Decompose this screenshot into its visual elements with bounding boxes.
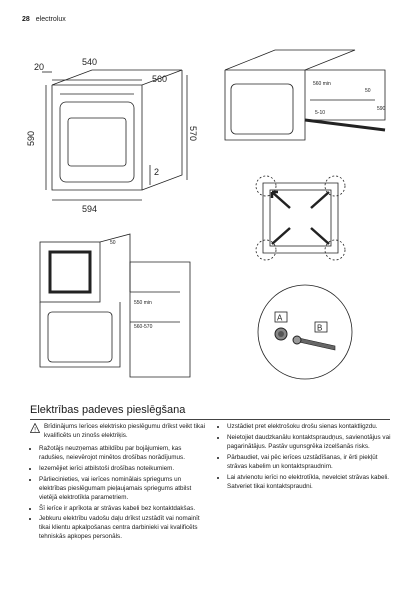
right-list: Uzstādiet pret elektrošoku drošu sienas …: [218, 423, 396, 492]
svg-text:!: !: [34, 428, 36, 434]
dim-depth: 560: [152, 74, 167, 84]
dim-width: 540: [82, 57, 97, 67]
warning-block: ! Brīdinājums Ierīces elektrisko pieslēg…: [30, 423, 208, 441]
section-divider: [30, 419, 390, 420]
dim-top-min: 560 min: [313, 81, 331, 87]
dim-gap: 2: [154, 167, 159, 177]
dim-inner-width: 550 min: [134, 300, 152, 306]
label-a: A: [277, 314, 283, 323]
dim-inner-height: 560-570: [134, 324, 153, 330]
dim-top: 20: [34, 62, 44, 72]
dim-bottom-kitchen: 5-10: [315, 110, 325, 116]
screws-figure: A B: [257, 284, 353, 380]
list-item: Ražotājs neuzņemas atbildību par bojājum…: [39, 445, 208, 463]
brand-name: electrolux: [35, 16, 66, 23]
section-title: Elektrības padeves pieslēgšana: [30, 404, 186, 416]
dim-side-kitchen: 50: [365, 88, 371, 94]
page-number: 28: [22, 16, 30, 23]
warning-text: Brīdinājums Ierīces elektrisko pieslēgum…: [44, 423, 205, 439]
dim-bottom-width: 594: [82, 204, 97, 214]
list-item: Pārbaudiet, vai pēc ierīces uzstādīšanas…: [227, 454, 396, 472]
dim-height-kitchen: 590: [377, 106, 386, 112]
left-column: ! Brīdinājums Ierīces elektrisko pieslēg…: [30, 423, 208, 544]
list-item: Jebkuru elektrību vadošu daļu drīkst uzs…: [39, 515, 208, 542]
dim-height: 590: [26, 131, 36, 146]
dim-side: 570: [188, 126, 198, 141]
list-item: Lai atvienotu ierīci no elektrotīkla, ne…: [227, 474, 396, 492]
right-column: Uzstādiet pret elektrošoku drošu sienas …: [218, 423, 396, 494]
list-item: Iezemējiet ierīci atbilstoši drošības no…: [39, 465, 208, 474]
left-list: Ražotājs neuzņemas atbildību par bojājum…: [30, 445, 208, 542]
fixing-corners-figure: [255, 175, 346, 261]
page-header: 28 electrolux: [22, 16, 66, 23]
label-b: B: [317, 324, 322, 333]
dim-corner: 50: [110, 240, 116, 246]
list-item: Uzstādiet pret elektrošoku drošu sienas …: [227, 423, 396, 432]
cabinet-figure: 50 550 min 560-570: [39, 233, 191, 378]
kitchen-install-figure: 560 min 50 590 5-10: [224, 49, 386, 141]
list-item: Pārliecinieties, vai ierīces nominālais …: [39, 476, 208, 503]
list-item: Šī ierīce ir aprīkota ar strāvas kabeli …: [39, 505, 208, 514]
warning-icon: !: [30, 423, 40, 433]
list-item: Neietojiet daudzkanālu kontaktspraudņus,…: [227, 434, 396, 452]
oven-dimensions-figure: 20 540 560 590 570 594 2: [26, 57, 198, 214]
